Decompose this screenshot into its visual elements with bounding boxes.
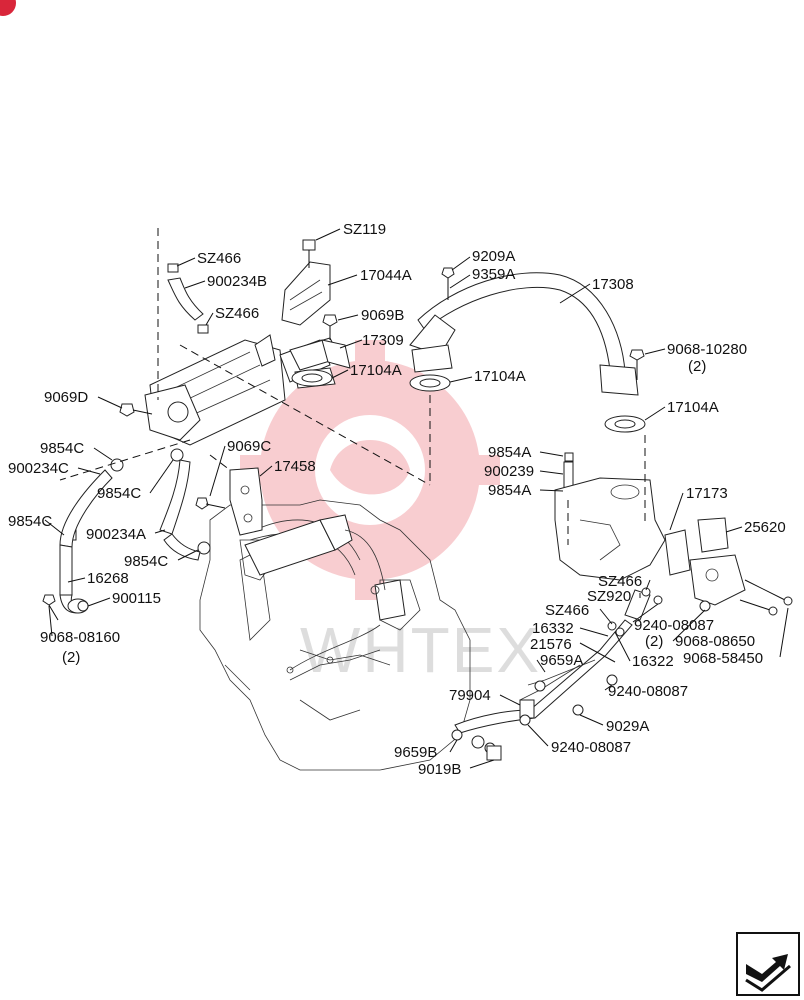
label-900234b: 900234B	[207, 273, 267, 290]
egr-pipe-17308	[409, 272, 639, 396]
label-sz920: SZ920	[587, 588, 631, 605]
watermark: WHTEX	[240, 340, 541, 686]
label-qty: (2)	[688, 358, 706, 375]
label-16332: 16332	[532, 620, 574, 637]
label-17308: 17308	[592, 276, 634, 293]
label-900239: 900239	[484, 463, 534, 480]
label-79904: 79904	[449, 687, 491, 704]
arrow-next-page-icon	[745, 954, 791, 992]
bolts	[42, 267, 793, 621]
label-sz466: SZ466	[215, 305, 259, 322]
label-9069c: 9069C	[227, 438, 271, 455]
label-9068-08160: 9068-08160	[40, 629, 120, 646]
label-9240-08087: 9240-08087	[634, 617, 714, 634]
label-9209a: 9209A	[472, 248, 515, 265]
label-9854a: 9854A	[488, 444, 531, 461]
intake-manifold	[554, 477, 691, 581]
label-qty: (2)	[62, 649, 80, 666]
egr-cooler	[144, 334, 331, 446]
label-17104a: 17104A	[350, 362, 402, 379]
coolant-pipes	[454, 587, 711, 734]
label-9019b: 9019B	[418, 761, 461, 778]
label-17104a: 17104A	[667, 399, 719, 416]
label-16322: 16322	[632, 653, 674, 670]
label-9069d: 9069D	[44, 389, 88, 406]
label-17173: 17173	[686, 485, 728, 502]
alignment-lines	[59, 228, 646, 545]
label-sz466: SZ466	[197, 250, 241, 267]
label-9659b: 9659B	[394, 744, 437, 761]
part-labels: SZ119 SZ466 900234B 17044A 9209A 9359A 1…	[8, 221, 786, 778]
label-9069b: 9069B	[361, 307, 404, 324]
label-900115: 900115	[112, 590, 161, 607]
label-9068-58450: 9068-58450	[683, 650, 763, 667]
label-9068-08650: 9068-08650	[675, 633, 755, 650]
label-9240-08087: 9240-08087	[608, 683, 688, 700]
label-sz466: SZ466	[598, 573, 642, 590]
label-9359a: 9359A	[472, 266, 515, 283]
label-9854a: 9854A	[488, 482, 531, 499]
label-sz119: SZ119	[343, 221, 386, 238]
label-9854c: 9854C	[124, 553, 168, 570]
label-9068-10280: 9068-10280	[667, 341, 747, 358]
watermark-text: WHTEX	[300, 614, 541, 686]
label-qty: (2)	[645, 633, 663, 650]
label-16268: 16268	[87, 570, 129, 587]
label-17309: 17309	[362, 332, 404, 349]
leader-lines	[44, 228, 789, 769]
label-9240-08087: 9240-08087	[551, 739, 631, 756]
engine-egr-assembly	[244, 514, 406, 671]
label-900234a: 900234A	[86, 526, 146, 543]
bracket-17458	[229, 467, 263, 536]
label-9854c: 9854C	[8, 513, 52, 530]
label-21576: 21576	[530, 636, 572, 653]
next-page-button[interactable]	[736, 932, 800, 996]
label-17458: 17458	[274, 458, 316, 475]
label-sz466: SZ466	[545, 602, 589, 619]
label-25620: 25620	[744, 519, 786, 536]
label-900234c: 900234C	[8, 460, 69, 477]
label-17044a: 17044A	[360, 267, 412, 284]
watermark-gear-icon	[240, 340, 500, 600]
label-9854c: 9854C	[97, 485, 141, 502]
label-17104a: 17104A	[474, 368, 526, 385]
hoses	[59, 277, 574, 614]
label-9029a: 9029A	[606, 718, 649, 735]
egr-valve	[689, 517, 746, 606]
corner-badge	[0, 0, 16, 16]
banjo-fittings	[451, 729, 502, 761]
heat-shield	[281, 239, 331, 326]
label-9659a: 9659A	[540, 652, 583, 669]
label-9854c: 9854C	[40, 440, 84, 457]
